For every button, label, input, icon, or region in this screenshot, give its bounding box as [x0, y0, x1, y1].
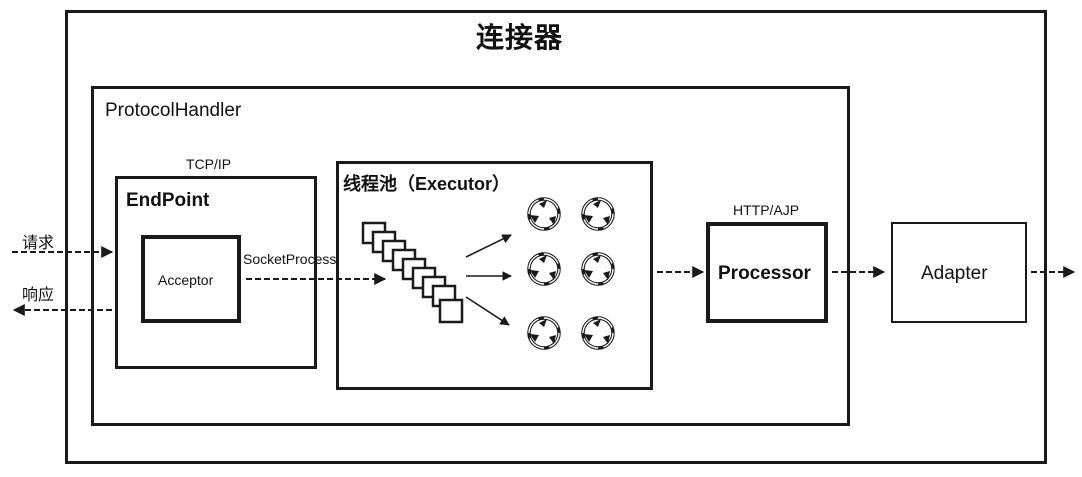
thread-icon: [581, 252, 615, 286]
thread-icon: [527, 197, 561, 231]
endpoint-label: EndPoint: [126, 190, 210, 211]
request-label: 请求: [22, 235, 55, 252]
tcp-ip-label: TCP/IP: [186, 156, 232, 172]
response-label: 响应: [22, 287, 55, 304]
thread-pool-label: 线程池（Executor）: [343, 174, 511, 194]
acceptor-box: [141, 235, 241, 323]
thread-icon: [581, 316, 615, 350]
socket-processor-label: SocketProcessor: [243, 251, 349, 267]
adapter-box: [891, 222, 1027, 323]
thread-icon: [527, 316, 561, 350]
processor-label: Processor: [718, 263, 811, 284]
dispatch-arrows: [465, 234, 512, 326]
acceptor-label: Acceptor: [158, 272, 214, 288]
processor-box: [706, 222, 828, 323]
connector-title: 连接器: [476, 22, 564, 53]
thread-icon: [581, 197, 615, 231]
adapter-label: Adapter: [921, 263, 988, 284]
thread-icon: [527, 252, 561, 286]
http-ajp-label: HTTP/AJP: [733, 202, 800, 218]
protocol-handler-label: ProtocolHandler: [105, 100, 242, 121]
task-queue-icon: [361, 221, 464, 324]
